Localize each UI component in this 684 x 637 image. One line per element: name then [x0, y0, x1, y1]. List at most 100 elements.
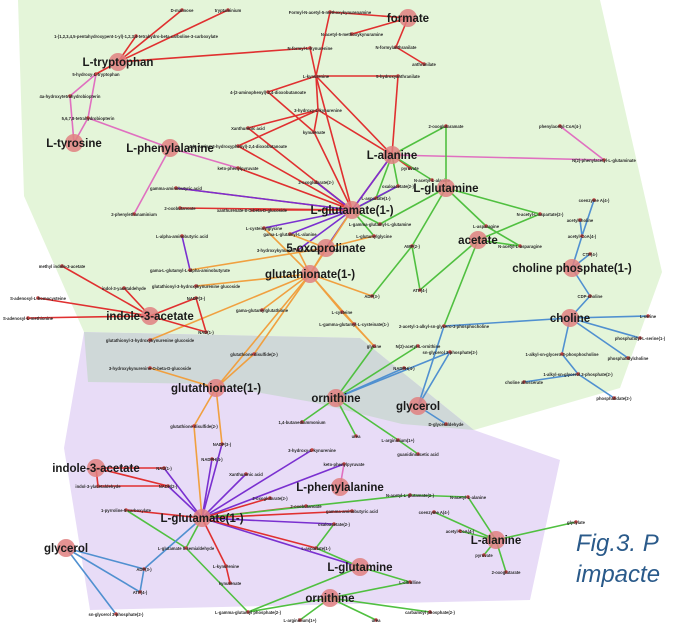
node-s70: phosphatidylcholine: [608, 356, 649, 361]
node-label: 1-alkyl-sn-glycero-3-phosphocholine: [525, 352, 599, 357]
node-dot: [383, 146, 401, 164]
edge-s64-orn: [335, 345, 419, 399]
edge-s17-glu: [313, 131, 353, 211]
node-dot: [469, 231, 487, 249]
node-dot: [308, 46, 312, 50]
node-s47: gama-L-glutamyl-L-alpha-aminobutyrate: [150, 268, 231, 273]
node-t9: NADPH(4-): [201, 457, 223, 462]
node-label: acetyl-CoA(4-): [446, 529, 475, 534]
node-label: oxaloacetate(2-): [382, 184, 414, 189]
node-t6: guanidinoacetic acid: [397, 452, 439, 457]
edge-s10-ala: [315, 75, 393, 156]
node-dot: [574, 520, 578, 524]
node-s62: glutathionyl-3-hydroxykynurenine glucosi…: [106, 338, 195, 343]
node-s12: 4a-hydroxytetrahydrobiopterin: [40, 94, 101, 99]
node-label: L-cysteinylglycine: [246, 226, 283, 231]
node-dot: [394, 45, 398, 49]
node-dot: [141, 307, 159, 325]
node-t19: gamma-aminobutyric acid: [326, 509, 378, 514]
node-dot: [331, 478, 349, 496]
node-dot: [466, 495, 470, 499]
node-dot: [374, 618, 378, 622]
node-label: L-glutamate(1-): [160, 513, 243, 525]
caption-line-2: impacte: [576, 561, 661, 588]
edge-glu-s29: [179, 207, 353, 211]
node-dot: [408, 580, 412, 584]
edge-s13-s17: [267, 91, 315, 133]
edge-lgln-t35: [247, 566, 361, 613]
node-dot: [174, 186, 178, 190]
node-cho: choline: [550, 309, 590, 327]
node-dot: [207, 379, 225, 397]
node-s25: 2-oxoglutarate(2-): [298, 180, 334, 185]
edge-gth-s53: [309, 273, 373, 297]
node-lala: L-alanine: [471, 531, 521, 549]
edge-s53-s43: [371, 245, 413, 297]
edge-lglu-t10: [201, 463, 345, 519]
edge-gth-s56: [261, 273, 311, 311]
node-label: 1-pyrroline-5-carboxylate: [101, 508, 152, 513]
node-s73: choline alfoscerate: [505, 380, 544, 385]
edge-lala-t20: [433, 511, 497, 541]
edge-lind-t14: [95, 467, 169, 487]
node-label: choline phosphate(1-): [512, 263, 632, 275]
node-dot: [560, 352, 564, 356]
edge-gth-s59: [309, 273, 355, 325]
node-dot: [268, 496, 272, 500]
node-dot: [558, 124, 562, 128]
node-dot: [162, 466, 166, 470]
node-dot: [351, 558, 369, 576]
edge-gth-s67: [253, 273, 311, 355]
node-s33: 2-phenylethanaminium: [111, 212, 157, 217]
node-dot: [396, 438, 400, 442]
node-dot: [266, 90, 270, 94]
edge-s51-s61: [195, 297, 207, 333]
figure-caption: Fig.3. P impacte: [576, 528, 684, 590]
edge-s14-s9: [87, 73, 97, 119]
node-label: 5-hydroxyanthranilate: [376, 74, 420, 79]
edge-s37-gth: [263, 227, 311, 275]
node-dot: [184, 546, 188, 550]
edge-lglu-lgln: [201, 517, 361, 568]
edge-s68-s72: [561, 353, 579, 375]
node-label: L-asparagine: [473, 224, 500, 229]
node-label: methyl indole-3-acetate: [39, 264, 86, 269]
node-dot: [96, 484, 100, 488]
node-label: 2-acetyl-1-alkyl-sn-glycero-3-phosphocho…: [399, 324, 490, 329]
node-s50: indol-3-yacetaldehyde: [102, 286, 147, 291]
edge-ala-s18: [391, 125, 447, 156]
node-s63: glycine: [367, 344, 382, 349]
node-dot: [370, 294, 374, 298]
node-dot: [410, 244, 414, 248]
node-dot: [314, 180, 318, 184]
node-dot: [342, 462, 346, 466]
node-label: L-gamma-glutamyl-L-glutamine: [349, 222, 412, 227]
node-s17: kynurenate: [303, 130, 326, 135]
node-label: glycerol: [44, 543, 88, 555]
node-t17: 2-oxoglutarate(2-): [252, 496, 288, 501]
node-dot: [68, 94, 72, 98]
edge-t26-t35: [185, 547, 249, 613]
node-dot: [588, 294, 592, 298]
node-label: 3-hydroxykynurenine-O-beta-D-glucoside: [257, 248, 340, 253]
node-s9: 5-hydroxy-L-tryptophan: [72, 72, 120, 77]
node-label: 1,4-butanediammonium: [279, 420, 326, 425]
node-label: N-formylanthranilate: [376, 45, 418, 50]
node-label: 2-oxoglutarate: [492, 570, 522, 575]
node-dot: [288, 232, 292, 236]
node-dot: [588, 252, 592, 256]
node-dot: [226, 8, 230, 12]
node-chp: choline phosphate(1-): [512, 259, 632, 277]
edge-glu-ala: [351, 154, 393, 211]
node-label: choline: [550, 313, 590, 325]
edge-orn-s63: [335, 345, 375, 399]
edge-cho-s66: [569, 317, 641, 339]
edge-s72-s74: [577, 373, 615, 399]
edge-orn-t5: [335, 397, 399, 441]
edge-lglu-t7: [201, 443, 223, 519]
node-gth: glutathionate(1-): [265, 265, 355, 283]
node-s30: L-aspartate(1-): [361, 196, 391, 201]
edge-s11-ala: [391, 75, 399, 156]
node-label: glutathionyl-3-hydroxykynurenine glucosi…: [106, 338, 195, 343]
